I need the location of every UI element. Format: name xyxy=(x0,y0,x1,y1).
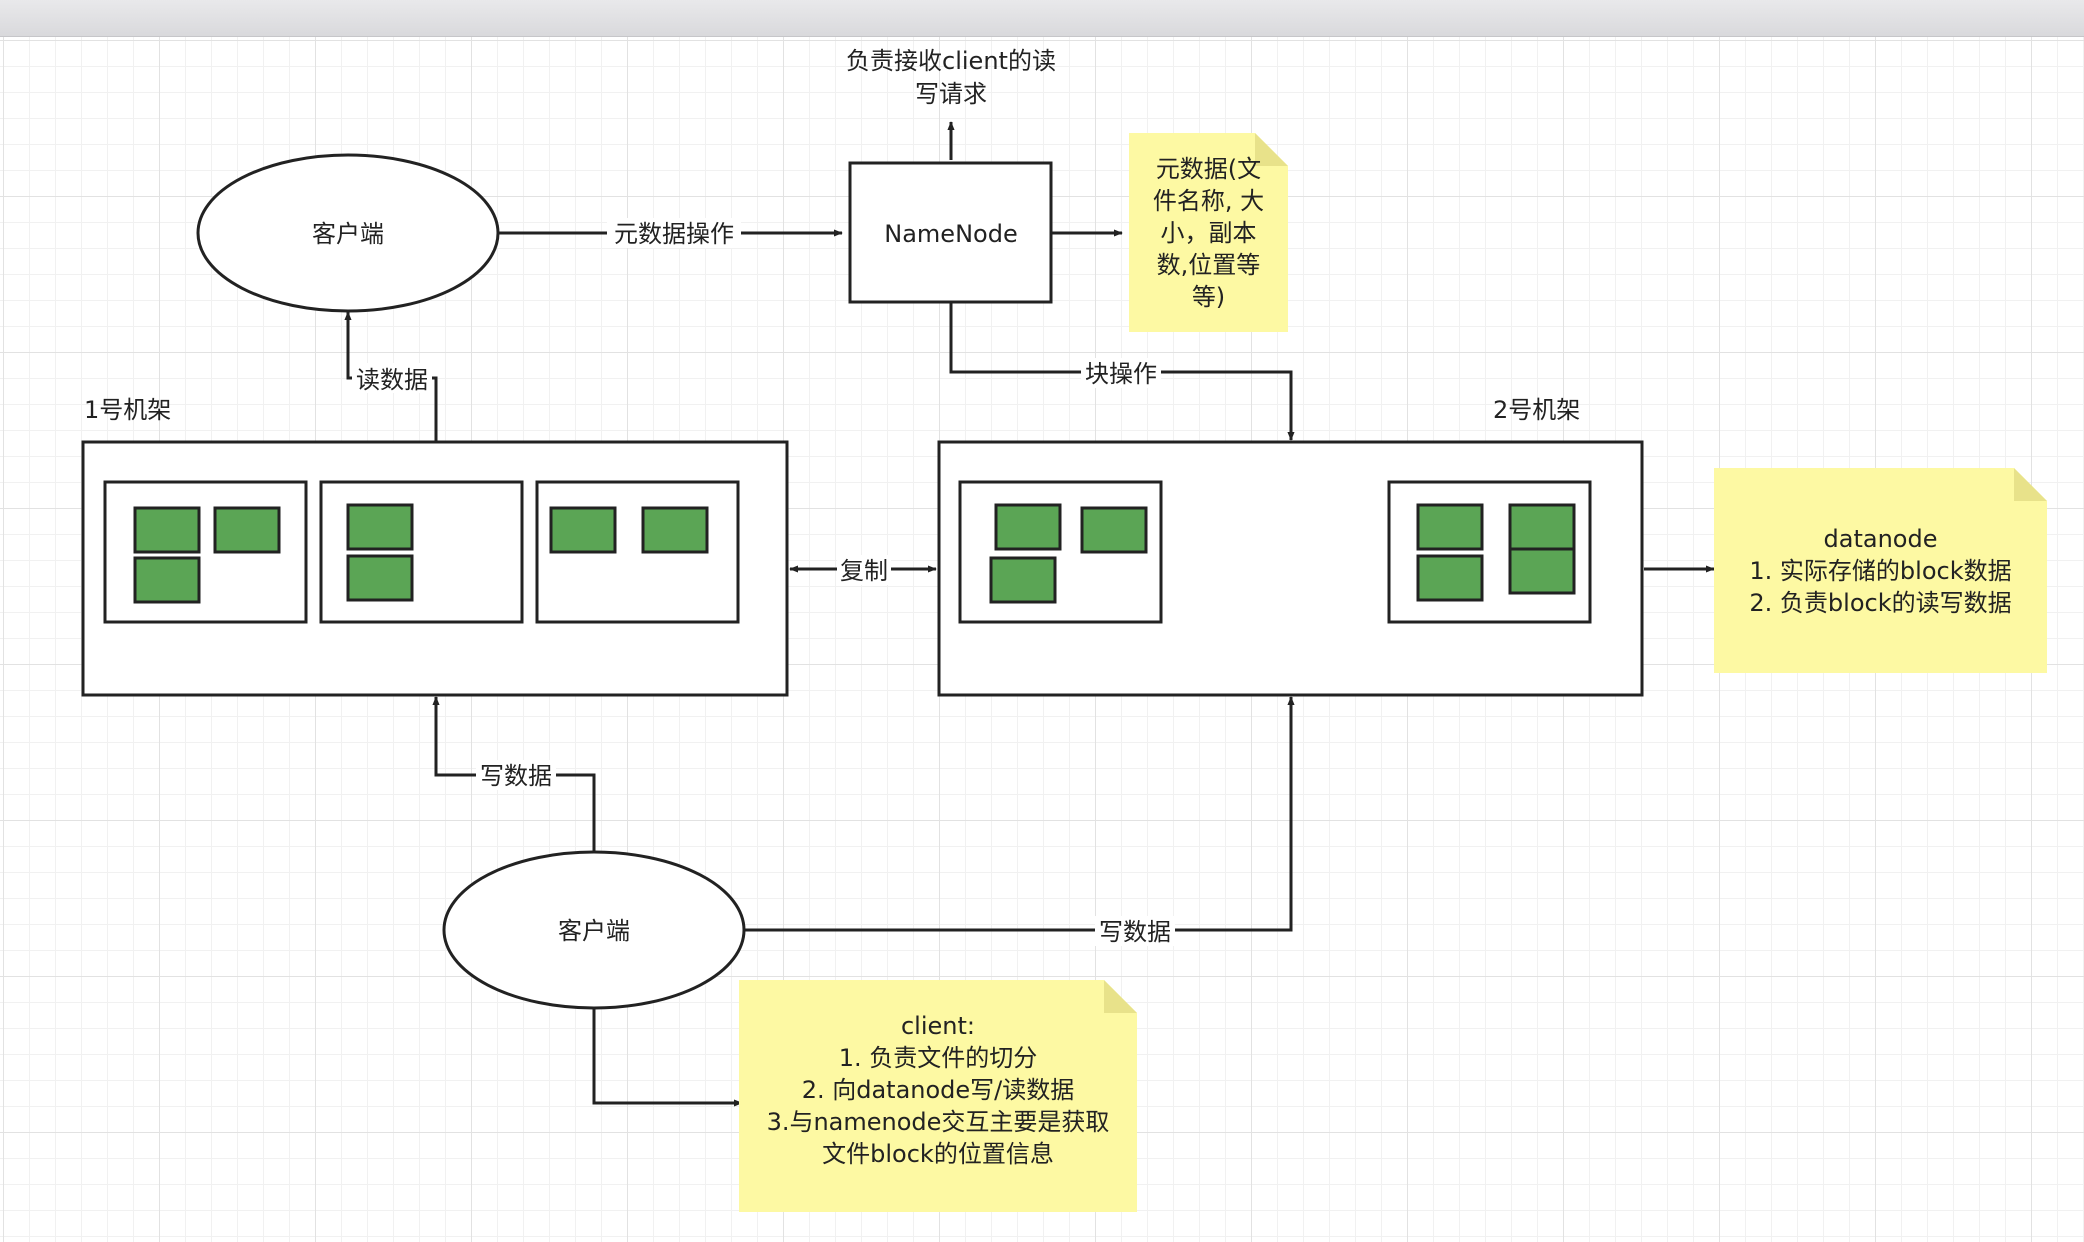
note-client-line: 3.与namenode交互主要是获取 xyxy=(766,1108,1110,1136)
note-metadata[interactable] xyxy=(1129,133,1288,332)
note-metadata-line: 件名称, 大 xyxy=(1152,186,1265,215)
data-block xyxy=(1416,554,1484,602)
canvas-top-bar xyxy=(0,0,2084,37)
data-block xyxy=(346,554,414,602)
edge-label-write-rack2: 写数据 xyxy=(1099,918,1171,946)
data-block xyxy=(133,506,201,554)
edge-label-bg xyxy=(607,218,741,248)
edge-label-block-op: 块操作 xyxy=(1085,360,1157,388)
rack1-title: 1号机架 xyxy=(84,396,171,424)
data-block xyxy=(1508,547,1576,595)
data-block xyxy=(346,503,414,551)
edge-label-write-rack1: 写数据 xyxy=(480,762,552,790)
namenode-request-line-1: 负责接收client的读 xyxy=(846,47,1056,75)
edge-label-replicate: 复制 xyxy=(840,557,888,585)
data-block xyxy=(1080,506,1148,554)
edge-label-bg xyxy=(1081,358,1161,388)
edge-label-bg xyxy=(476,760,556,790)
note-datanode[interactable] xyxy=(1714,468,2047,673)
client-bottom-ellipse[interactable] xyxy=(442,850,746,1010)
note-metadata-line: 数,位置等 xyxy=(1156,250,1261,279)
note-datanode-line: datanode xyxy=(1823,524,1938,553)
note-client-line: 2. 向datanode写/读数据 xyxy=(801,1076,1075,1104)
data-block xyxy=(1416,503,1484,551)
namenode-request-line-2: 写请求 xyxy=(915,80,987,108)
namenode-box[interactable] xyxy=(848,161,1053,304)
note-metadata-line: 小，副本 xyxy=(1160,218,1257,247)
note-metadata-text: 元数据(文 件名称, 大 小，副本 数,位置等 等) xyxy=(1129,141,1288,324)
client-top-label: 客户端 xyxy=(312,220,384,248)
edge-label-read-data: 读数据 xyxy=(356,366,428,394)
data-block xyxy=(1508,503,1576,551)
data-block xyxy=(133,556,201,604)
data-block xyxy=(994,503,1062,551)
edge-label-bg xyxy=(352,363,432,393)
note-client[interactable] xyxy=(739,980,1137,1212)
note-client-line: client: xyxy=(900,1012,975,1040)
rack2-title: 2号机架 xyxy=(1493,396,1580,424)
client-top-ellipse[interactable] xyxy=(196,153,500,313)
note-client-text: client: 1. 负责文件的切分 2. 向datanode写/读数据 3.与… xyxy=(739,990,1137,1190)
note-metadata-line: 元数据(文 xyxy=(1155,154,1262,183)
edge-label-metadata-op: 元数据操作 xyxy=(614,220,734,248)
edge-label-bg xyxy=(837,555,891,585)
data-block xyxy=(213,506,281,554)
note-client-line: 1. 负责文件的切分 xyxy=(838,1044,1038,1072)
data-block xyxy=(549,506,617,554)
note-datanode-text: datanode 1. 实际存储的block数据 2. 负责block的读写数据 xyxy=(1714,468,2047,673)
namenode-label: NameNode xyxy=(884,220,1017,248)
data-block xyxy=(641,506,709,554)
note-datanode-line: 2. 负责block的读写数据 xyxy=(1749,588,2012,617)
edge-label-bg xyxy=(1095,916,1175,946)
edge-client-note xyxy=(592,1008,743,1107)
data-block xyxy=(989,556,1057,604)
note-datanode-line: 1. 实际存储的block数据 xyxy=(1749,556,2012,585)
client-bottom-label: 客户端 xyxy=(558,917,630,945)
note-client-line: 文件block的位置信息 xyxy=(822,1140,1054,1168)
note-metadata-line: 等) xyxy=(1191,282,1226,311)
edge-write-rack2 xyxy=(745,696,1295,932)
